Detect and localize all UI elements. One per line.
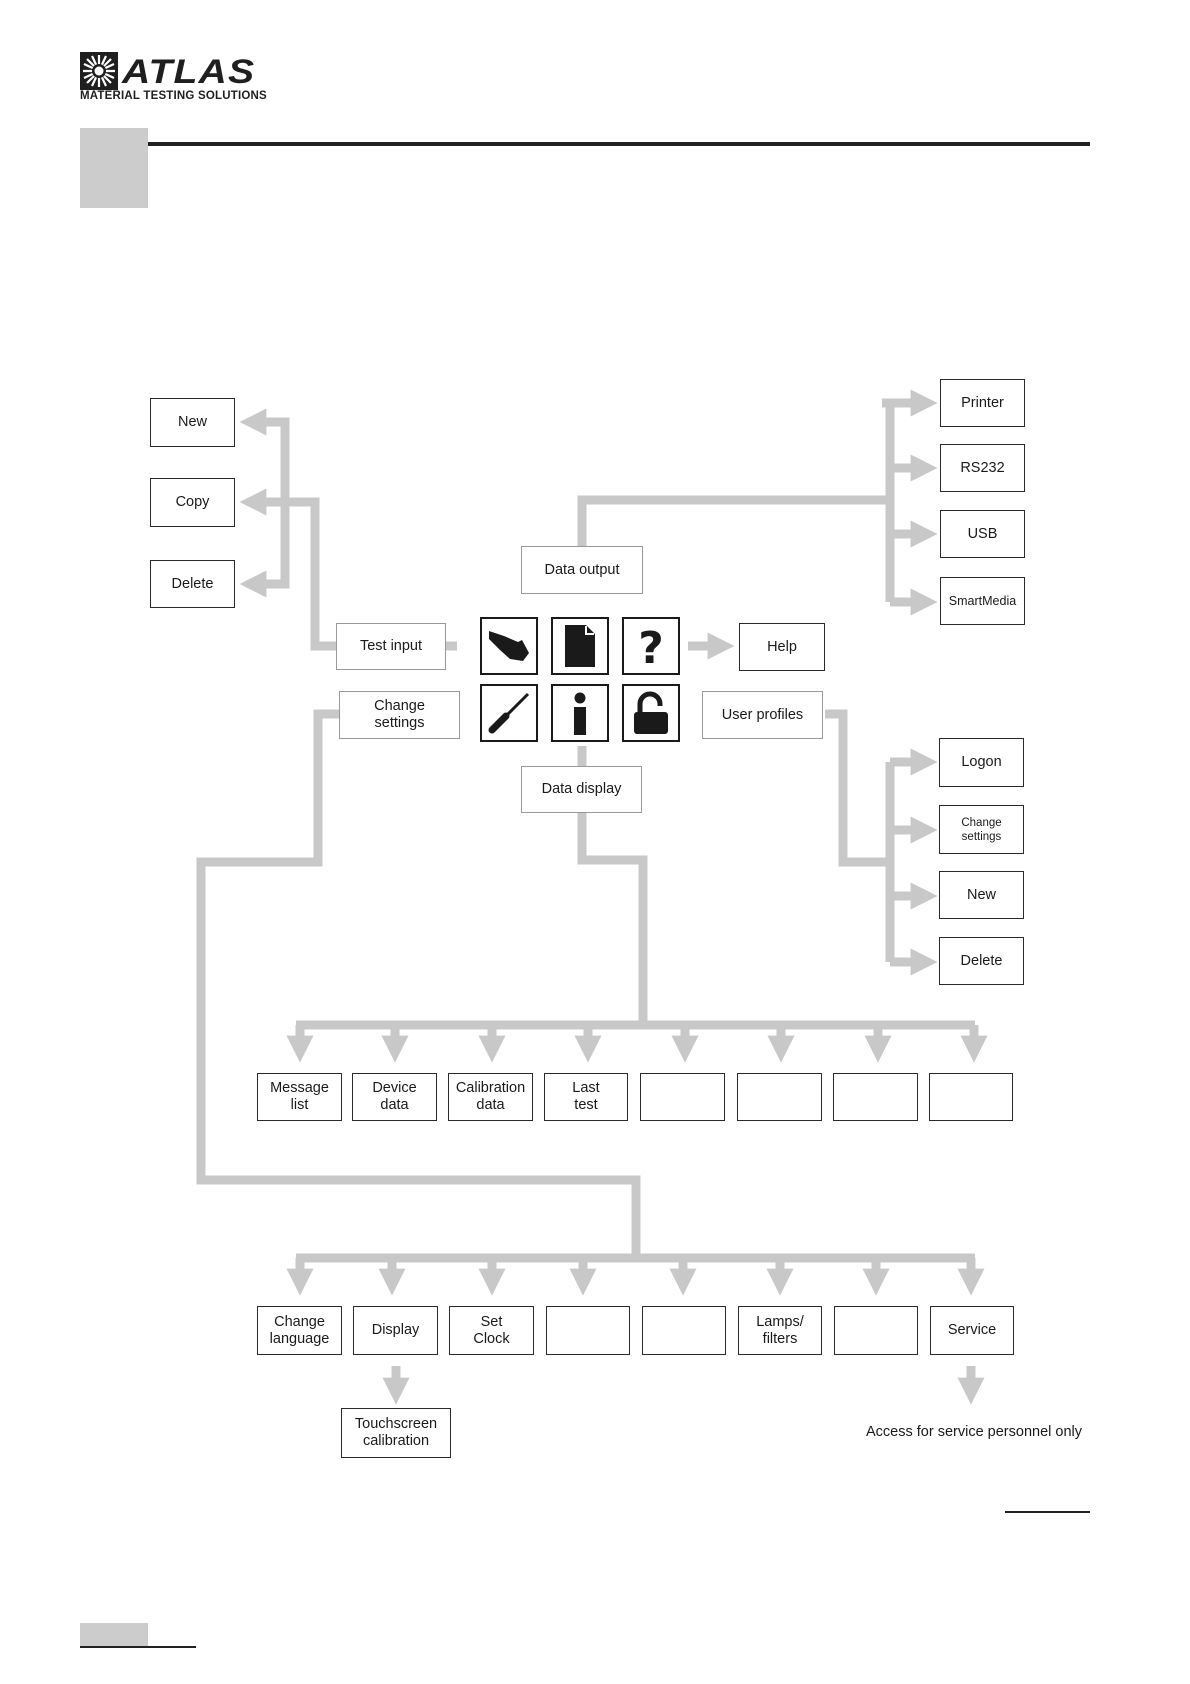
change-language-button[interactable]: Change language	[257, 1306, 342, 1355]
usb-button[interactable]: USB	[940, 510, 1025, 558]
question-mark-icon[interactable]: ?	[622, 617, 680, 675]
logon-button[interactable]: Logon	[939, 738, 1024, 787]
hand-icon[interactable]	[480, 617, 538, 675]
rs232-button[interactable]: RS232	[940, 444, 1025, 492]
display-settings-button[interactable]: Display	[353, 1306, 438, 1355]
svg-text:?: ?	[638, 623, 664, 669]
message-list-button[interactable]: Message list	[257, 1073, 342, 1121]
atlas-logo: ATLAS MATERIAL TESTING SOLUTIONS	[80, 52, 310, 106]
device-data-button[interactable]: Device data	[352, 1073, 437, 1121]
logo-tagline: MATERIAL TESTING SOLUTIONS	[80, 90, 267, 102]
test-input-copy-button[interactable]: Copy	[150, 478, 235, 527]
data-output-box[interactable]: Data output	[521, 546, 643, 594]
profile-change-settings-button[interactable]: Change settings	[939, 805, 1024, 854]
logo-wordmark: ATLAS	[122, 53, 256, 91]
data-display-box[interactable]: Data display	[521, 766, 642, 813]
unlock-icon[interactable]	[622, 684, 680, 742]
screwdriver-icon[interactable]	[480, 684, 538, 742]
touchscreen-calibration-button[interactable]: Touchscreen calibration	[341, 1408, 451, 1458]
test-input-box[interactable]: Test input	[336, 623, 446, 670]
document-icon[interactable]	[551, 617, 609, 675]
test-input-delete-button[interactable]: Delete	[150, 560, 235, 608]
empty-settings-slot	[642, 1306, 726, 1355]
set-clock-button[interactable]: Set Clock	[449, 1306, 534, 1355]
last-test-button[interactable]: Last test	[544, 1073, 628, 1121]
page-number-rule	[1005, 1511, 1090, 1513]
sunburst-logo-icon	[80, 52, 118, 90]
lamps-filters-button[interactable]: Lamps/ filters	[738, 1306, 822, 1355]
empty-display-slot	[833, 1073, 918, 1121]
printer-button[interactable]: Printer	[940, 379, 1025, 427]
empty-display-slot	[640, 1073, 725, 1121]
footer-rule	[80, 1646, 196, 1648]
section-tab	[80, 128, 148, 208]
help-box[interactable]: Help	[739, 623, 825, 671]
empty-settings-slot	[546, 1306, 630, 1355]
user-profiles-box[interactable]: User profiles	[702, 691, 823, 739]
calibration-data-button[interactable]: Calibration data	[448, 1073, 533, 1121]
test-input-new-button[interactable]: New	[150, 398, 235, 447]
profile-new-button[interactable]: New	[939, 871, 1024, 919]
service-button[interactable]: Service	[930, 1306, 1014, 1355]
profile-delete-button[interactable]: Delete	[939, 937, 1024, 985]
change-settings-box[interactable]: Change settings	[339, 691, 460, 739]
empty-display-slot	[929, 1073, 1013, 1121]
service-access-note: Access for service personnel only	[866, 1424, 1082, 1440]
footer-tab	[80, 1623, 148, 1646]
empty-display-slot	[737, 1073, 822, 1121]
info-icon[interactable]	[551, 684, 609, 742]
header-rule	[148, 142, 1090, 146]
empty-settings-slot	[834, 1306, 918, 1355]
smartmedia-button[interactable]: SmartMedia	[940, 577, 1025, 625]
